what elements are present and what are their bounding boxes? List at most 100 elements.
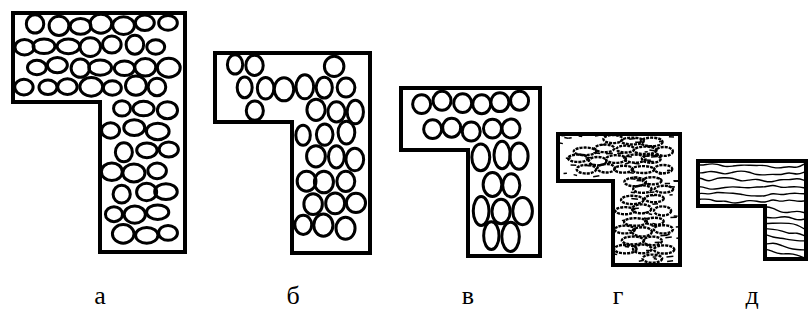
grain — [57, 39, 80, 54]
flattened-grain — [654, 165, 672, 173]
grain — [148, 163, 167, 179]
grain-texture — [669, 136, 674, 138]
grain-texture — [657, 178, 661, 180]
fibre-line — [693, 199, 805, 203]
grain-texture — [639, 260, 643, 262]
grain-texture — [654, 258, 657, 260]
flattened-grain — [597, 164, 615, 172]
grain — [27, 60, 46, 74]
grain — [337, 78, 355, 97]
grain — [90, 14, 112, 33]
grain — [58, 79, 77, 95]
grain — [307, 146, 326, 167]
grain-texture — [659, 140, 663, 142]
grain-texture — [566, 157, 571, 159]
specimen-outline — [215, 53, 370, 253]
grain — [492, 199, 510, 224]
grain — [33, 39, 55, 54]
flattened-grain — [632, 227, 652, 236]
grain-texture — [647, 183, 651, 185]
grain-texture — [653, 256, 657, 258]
fibre-line — [693, 178, 805, 182]
grain — [148, 78, 166, 96]
grain — [70, 19, 91, 35]
flattened-grain — [622, 237, 644, 245]
grain — [472, 144, 490, 171]
flattened-grain — [633, 185, 651, 192]
grain-texture — [670, 194, 673, 196]
grain-texture — [571, 164, 577, 166]
grain — [296, 75, 314, 99]
grain-texture — [593, 175, 599, 177]
grain-texture — [634, 163, 640, 165]
grain-texture — [634, 208, 639, 210]
grain — [510, 143, 528, 169]
flattened-grain — [643, 255, 663, 263]
grain — [483, 173, 502, 197]
grain — [126, 35, 144, 54]
flattened-grain — [617, 146, 635, 153]
fibre-line — [693, 192, 805, 196]
grain-texture — [628, 172, 634, 174]
grain-texture — [626, 156, 632, 158]
grain-texture — [593, 152, 600, 154]
grain-texture — [625, 246, 629, 248]
fibre-line — [693, 235, 805, 241]
grain — [338, 121, 355, 144]
grain — [135, 59, 156, 77]
grain — [80, 38, 101, 57]
grain-texture — [653, 194, 657, 196]
grain-texture — [631, 191, 635, 193]
grain — [112, 225, 134, 244]
grain-texture — [633, 176, 637, 178]
grain-texture — [635, 141, 641, 143]
grain-texture — [666, 255, 673, 257]
grain-texture — [628, 229, 631, 231]
flattened-grain — [654, 245, 674, 253]
grain-texture — [617, 153, 623, 155]
flattened-grain — [621, 196, 643, 204]
grain — [502, 222, 520, 251]
grain-texture — [564, 137, 568, 139]
grain — [147, 40, 165, 55]
grain — [123, 164, 145, 182]
grain — [80, 78, 103, 97]
grain-texture — [645, 155, 650, 157]
grain — [124, 120, 145, 136]
grain — [316, 124, 333, 145]
grain — [39, 80, 57, 95]
grain — [146, 123, 169, 140]
grain-texture — [606, 153, 613, 155]
grain-texture — [585, 157, 591, 159]
grain-texture — [644, 217, 649, 219]
grain — [314, 171, 333, 193]
grain — [103, 36, 122, 53]
grain-texture — [649, 149, 654, 151]
grain — [503, 174, 520, 197]
flattened-grain — [603, 135, 622, 143]
grain — [484, 222, 499, 250]
grain-texture — [625, 245, 629, 247]
grain — [328, 146, 344, 168]
grain-texture — [649, 213, 652, 215]
grain — [237, 77, 252, 98]
grain — [296, 125, 311, 145]
specimen-outline — [558, 134, 680, 265]
grain — [424, 120, 442, 139]
fibre-line — [693, 186, 805, 190]
grain-texture — [564, 172, 567, 174]
grain-texture — [600, 144, 606, 146]
grain-texture — [649, 191, 654, 193]
flattened-grain — [568, 155, 588, 162]
grain — [314, 214, 333, 236]
flattened-grain — [645, 195, 664, 202]
flattened-grain — [606, 155, 626, 163]
flattened-grain — [614, 166, 633, 173]
grain-texture — [655, 242, 660, 244]
grain — [157, 58, 180, 77]
grain — [454, 94, 472, 113]
grain — [124, 206, 145, 223]
grain — [246, 55, 263, 75]
grain — [102, 123, 120, 138]
